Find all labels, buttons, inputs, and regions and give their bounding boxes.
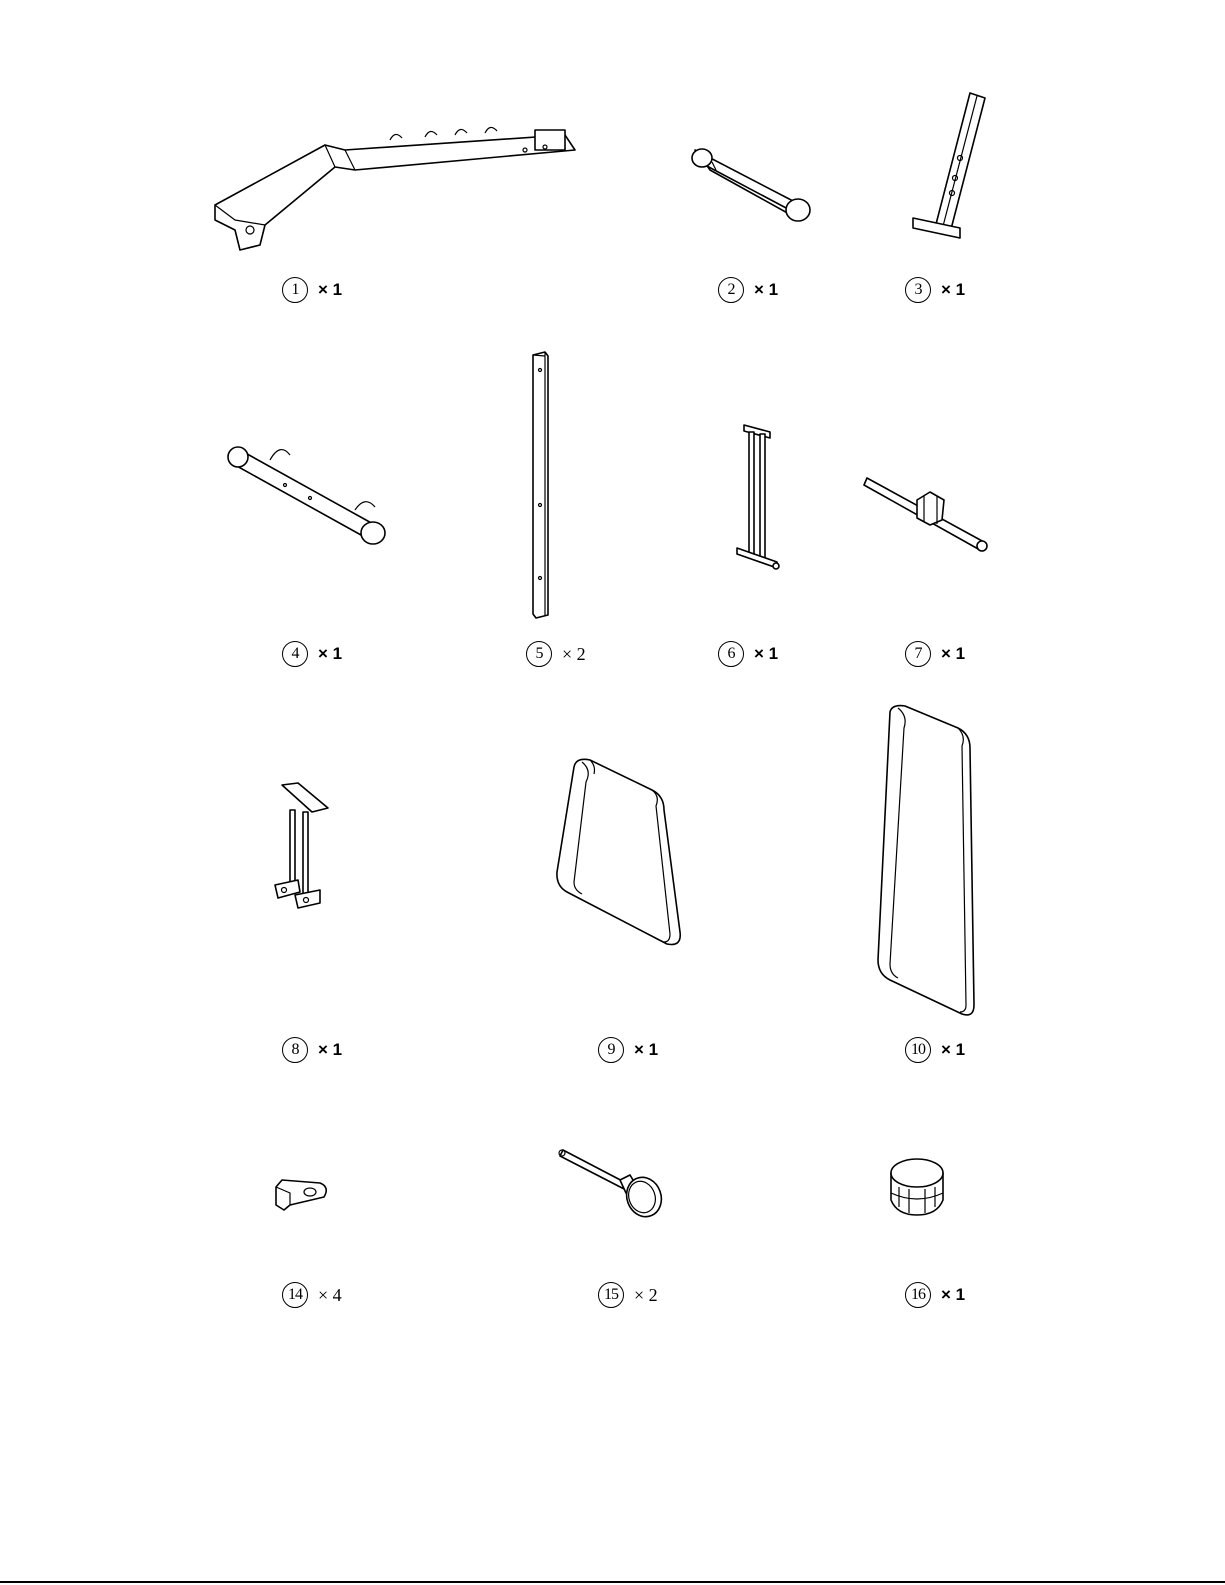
part-1-label: 1 × 1 xyxy=(282,277,342,303)
part-14-number: 14 xyxy=(282,1282,308,1308)
part-8-label: 8 × 1 xyxy=(282,1037,342,1063)
part-2-tube-drawing xyxy=(690,140,815,230)
part-14-quantity: × 4 xyxy=(318,1285,342,1306)
part-7-rod-drawing xyxy=(862,470,992,555)
part-10-number: 10 xyxy=(905,1037,931,1063)
part-15-pop-pin-drawing xyxy=(558,1145,666,1223)
part-4-tube-brackets-drawing xyxy=(225,435,390,550)
part-9-quantity: × 1 xyxy=(634,1040,658,1060)
part-3-upright-drawing xyxy=(905,88,1005,258)
part-3-quantity: × 1 xyxy=(941,280,965,300)
part-16-number: 16 xyxy=(905,1282,931,1308)
part-9-label: 9 × 1 xyxy=(598,1037,658,1063)
part-16-label: 16 × 1 xyxy=(905,1282,965,1308)
part-9-number: 9 xyxy=(598,1037,624,1063)
part-7-quantity: × 1 xyxy=(941,644,965,664)
part-3-number: 3 xyxy=(905,277,931,303)
part-6-h-frame-drawing xyxy=(732,420,782,575)
part-9-seat-pad-drawing xyxy=(552,752,687,952)
part-15-label: 15 × 2 xyxy=(598,1282,658,1308)
part-6-quantity: × 1 xyxy=(754,644,778,664)
part-5-quantity: × 2 xyxy=(562,644,586,665)
part-14-bracket-drawing xyxy=(272,1175,334,1213)
bottom-rule xyxy=(0,1581,1225,1583)
part-7-number: 7 xyxy=(905,641,931,667)
part-5-number: 5 xyxy=(526,641,552,667)
part-8-number: 8 xyxy=(282,1037,308,1063)
part-5-long-bar-drawing xyxy=(528,350,553,620)
part-1-main-frame-drawing xyxy=(205,125,585,260)
part-10-label: 10 × 1 xyxy=(905,1037,965,1063)
part-1-number: 1 xyxy=(282,277,308,303)
part-4-label: 4 × 1 xyxy=(282,641,342,667)
part-2-number: 2 xyxy=(718,277,744,303)
part-10-quantity: × 1 xyxy=(941,1040,965,1060)
part-16-quantity: × 1 xyxy=(941,1285,965,1305)
part-1-quantity: × 1 xyxy=(318,280,342,300)
part-15-number: 15 xyxy=(598,1282,624,1308)
part-10-back-pad-drawing xyxy=(870,700,980,1020)
part-16-knob-drawing xyxy=(887,1155,947,1220)
part-4-quantity: × 1 xyxy=(318,644,342,664)
part-8-pad-support-drawing xyxy=(270,780,335,915)
part-7-label: 7 × 1 xyxy=(905,641,965,667)
part-6-number: 6 xyxy=(718,641,744,667)
part-8-quantity: × 1 xyxy=(318,1040,342,1060)
part-4-number: 4 xyxy=(282,641,308,667)
part-5-label: 5 × 2 xyxy=(526,641,586,667)
part-15-quantity: × 2 xyxy=(634,1285,658,1306)
part-2-label: 2 × 1 xyxy=(718,277,778,303)
part-2-quantity: × 1 xyxy=(754,280,778,300)
part-6-label: 6 × 1 xyxy=(718,641,778,667)
part-3-label: 3 × 1 xyxy=(905,277,965,303)
part-14-label: 14 × 4 xyxy=(282,1282,342,1308)
